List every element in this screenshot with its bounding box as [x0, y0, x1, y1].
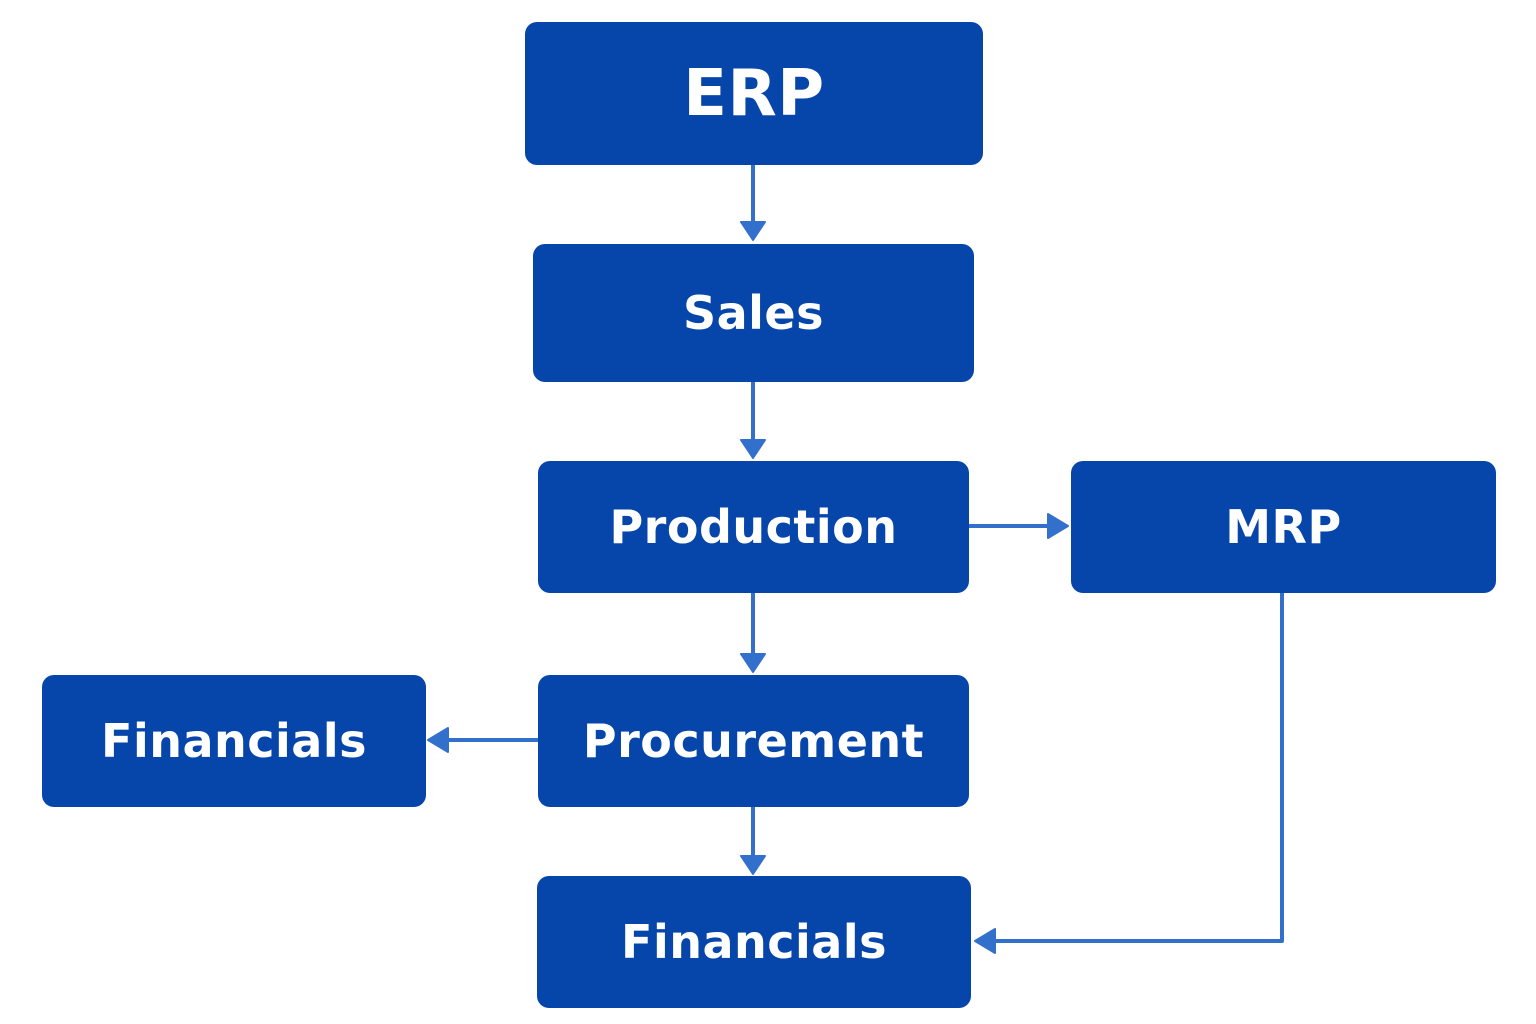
- node-financials-left-label: Financials: [101, 714, 367, 768]
- arrowhead-sales-to-production: [740, 439, 766, 459]
- node-financials-bottom: Financials: [537, 876, 971, 1008]
- arrowhead-production-to-procurement: [740, 653, 766, 673]
- node-financials-bottom-label: Financials: [621, 915, 887, 969]
- node-erp-label: ERP: [683, 56, 825, 131]
- node-financials-left: Financials: [42, 675, 426, 807]
- arrowhead-procurement-to-financials-bottom: [740, 855, 766, 875]
- node-sales: Sales: [533, 244, 974, 382]
- node-mrp-label: MRP: [1225, 500, 1342, 554]
- node-mrp: MRP: [1071, 461, 1496, 593]
- arrowhead-procurement-to-financials-left: [427, 727, 449, 753]
- node-erp: ERP: [525, 22, 983, 165]
- arrowhead-mrp-to-financials-bottom: [974, 928, 996, 954]
- arrowhead-erp-to-sales: [740, 221, 766, 241]
- node-production: Production: [538, 461, 969, 593]
- edge-mrp-to-financials-bottom: [993, 593, 1284, 943]
- node-procurement-label: Procurement: [582, 714, 925, 768]
- node-sales-label: Sales: [682, 286, 825, 340]
- arrowhead-production-to-mrp: [1047, 513, 1069, 539]
- node-production-label: Production: [609, 500, 898, 554]
- node-procurement: Procurement: [538, 675, 969, 807]
